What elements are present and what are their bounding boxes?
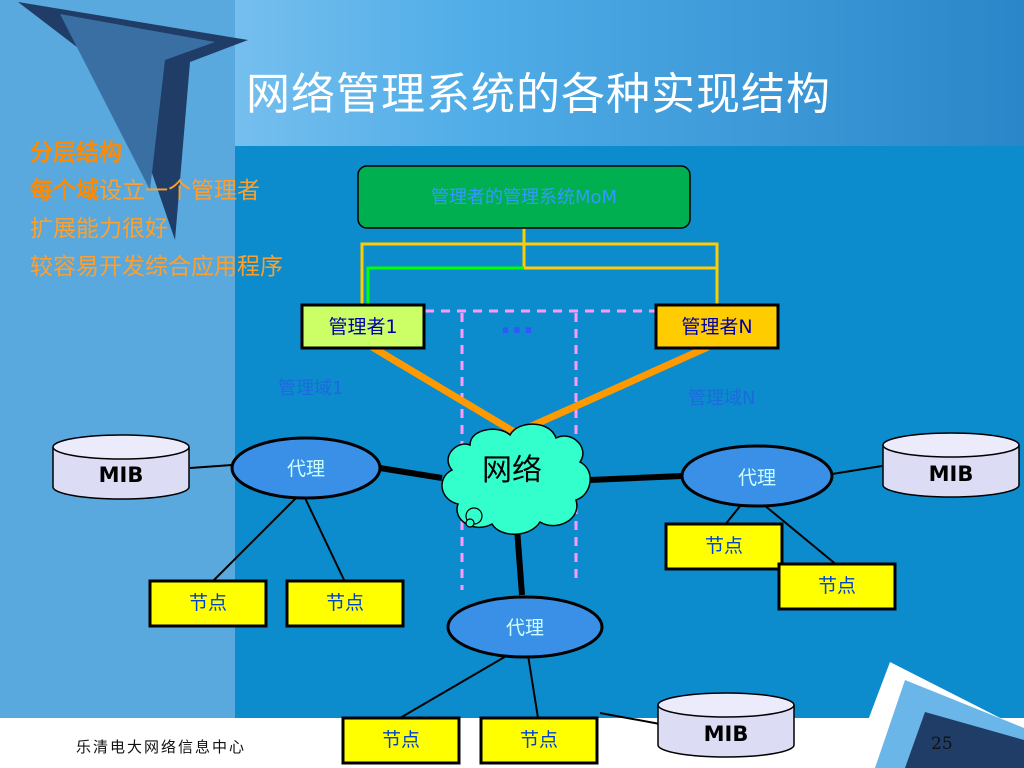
mom-label: 管理者的管理系统MoM [431,187,617,208]
mib-database-bottom: MIB [657,692,795,758]
domain-1-label: 管理域1 [278,378,343,399]
mib-label: MIB [99,463,144,487]
page-number: 25 [931,734,953,754]
agent-label-right: 代理 [738,467,776,489]
bullet-text: 设立一个管理者 [99,178,260,204]
bullet-text: 较容易开发综合应用程序 [30,254,283,280]
bullet-highlight: 分层结构 [30,140,122,166]
bullet-item: 分层结构 [30,134,283,172]
node-label: 节点 [382,729,420,751]
bottom-right-triangle-dark [905,712,1024,768]
mom-bus-lines [360,228,719,305]
agent-label-left: 代理 [287,458,325,480]
node-label: 节点 [520,729,558,751]
node-label: 节点 [189,592,227,614]
mom-box [357,165,691,229]
manager-n-box [654,303,780,350]
bullet-item: 较容易开发综合应用程序 [30,248,283,286]
mib-database-right: MIB [882,432,1020,498]
node-label: 节点 [326,592,364,614]
node-box: 节点 [479,716,599,765]
agent-label-bottom: 代理 [506,617,544,639]
node-box: 节点 [777,562,897,611]
agent-ellipse-right [680,444,834,508]
agent-ellipse-left [230,436,382,500]
network-label: 网络 [482,453,542,488]
domain-n-label: 管理域N [688,388,755,409]
mib-label: MIB [929,462,974,486]
node-box: 节点 [341,716,461,765]
node-box: 节点 [285,579,405,628]
manager-ellipsis: ... [500,306,534,341]
bullet-item: 每个域设立一个管理者 [30,172,283,210]
mib-label: MIB [704,722,749,746]
node-box: 节点 [148,579,268,628]
left-band [0,0,235,768]
bullet-item: 扩展能力很好 [30,210,283,248]
agent-ellipse-bottom [446,595,604,659]
bullet-text: 扩展能力很好 [30,216,168,242]
manager-n-label: 管理者N [681,316,752,338]
node-label: 节点 [818,575,856,597]
bullet-list: 分层结构 每个域设立一个管理者 扩展能力很好 较容易开发综合应用程序 [30,134,283,286]
node-box: 节点 [664,522,784,571]
manager-network-links [370,343,710,437]
bullet-highlight: 每个域 [30,178,99,204]
network-cloud [441,423,591,535]
manager-1-label: 管理者1 [328,316,397,338]
top-left-triangle-inner-decor [60,14,215,190]
mib-database-left: MIB [52,434,190,500]
top-left-triangle-decor [18,2,248,240]
footer-organization: 乐清电大网络信息中心 [76,738,247,756]
node-label: 节点 [705,535,743,557]
slide-title: 网络管理系统的各种实现结构 [246,69,831,120]
manager-1-box [300,303,426,350]
